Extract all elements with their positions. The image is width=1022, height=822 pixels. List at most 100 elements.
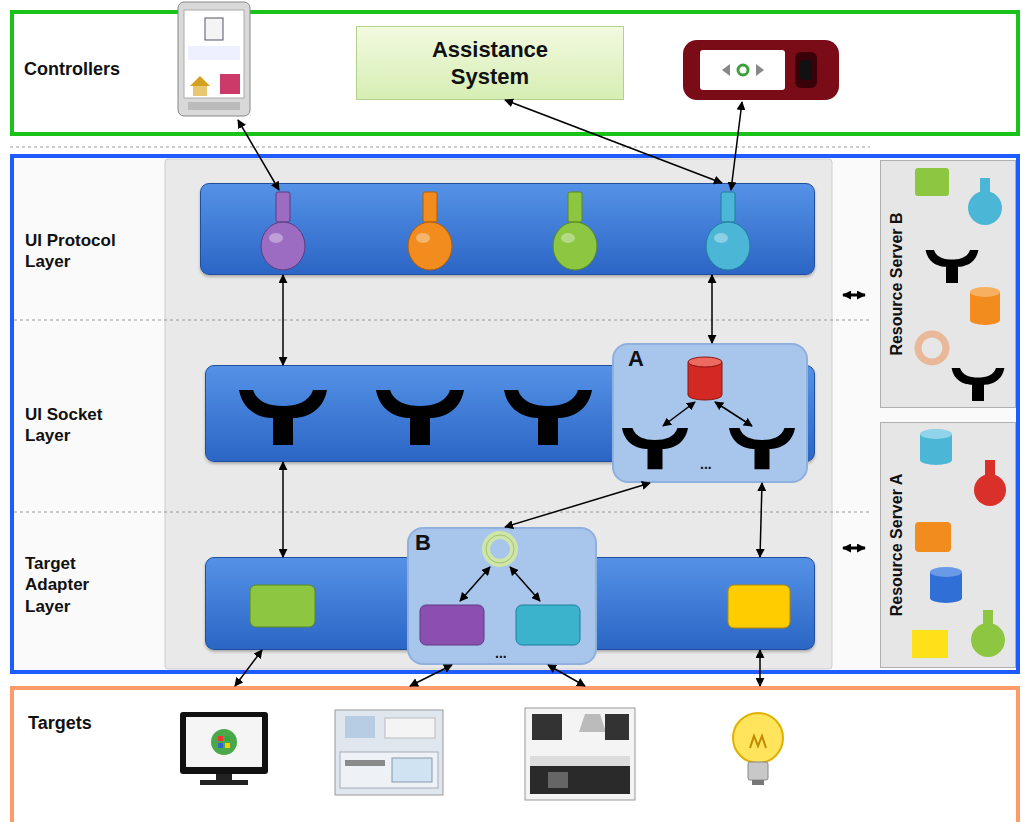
ellipsis: ... — [495, 645, 507, 663]
protocol-plug — [553, 192, 597, 270]
text-holder: Resource Server A — [887, 474, 907, 617]
tv-target — [216, 774, 232, 780]
resource-link — [843, 547, 865, 550]
kitchen-target — [385, 718, 435, 738]
text-holder: ... — [700, 456, 712, 474]
resource-icon — [912, 630, 948, 658]
phone-icon — [188, 46, 240, 60]
resource-icon — [930, 572, 962, 603]
ui-socket — [239, 390, 327, 445]
controllers-region: Assistance System Controllers — [10, 10, 1020, 136]
target-adapter — [516, 605, 580, 645]
text-holder: Target Adapter Layer — [25, 553, 125, 617]
kitchen-target — [345, 760, 385, 766]
phone-icon — [683, 40, 839, 100]
kitchen-target — [525, 708, 635, 800]
kitchen-target — [345, 716, 375, 738]
kitchen-target — [548, 772, 568, 788]
tv-target — [211, 729, 237, 755]
resource-server: Resource Server A — [880, 422, 1016, 668]
resource-icon — [915, 522, 951, 552]
component-group: A... — [612, 343, 808, 483]
controller-link — [238, 102, 742, 190]
kitchen-target — [579, 714, 606, 732]
text-holder: UI Socket Layer — [25, 404, 140, 447]
box-label: Assistance System — [415, 36, 565, 91]
controller-link — [238, 120, 279, 190]
row-separator — [10, 147, 870, 148]
phone-icon — [700, 50, 785, 90]
composer-ring — [486, 535, 514, 563]
lamp-target — [733, 713, 783, 763]
protocol-plug — [706, 222, 750, 270]
core-frame — [12, 156, 1018, 672]
row-separator — [14, 320, 870, 321]
resource-icon — [985, 460, 995, 476]
tv-target — [218, 743, 223, 748]
layer-label: UI Socket Layer — [25, 404, 140, 447]
phone-icon — [178, 2, 250, 116]
kitchen-target — [335, 710, 443, 795]
kitchen-target — [392, 758, 432, 782]
aggregator-cylinder — [688, 362, 722, 400]
layer-label: UI Protocol Layer — [25, 230, 140, 273]
target-adapter — [728, 585, 790, 628]
protocol-plug — [276, 192, 290, 222]
kitchen-target — [530, 766, 630, 794]
tv-target — [186, 717, 262, 767]
connector-arrow — [760, 483, 762, 557]
protocol-plug — [706, 192, 750, 270]
ui-socket — [504, 390, 592, 445]
region-title: Controllers — [24, 58, 120, 81]
connector-arrow — [505, 483, 650, 527]
resource-icon — [918, 334, 946, 362]
connector-arrow — [282, 275, 284, 365]
internal-arrow — [460, 567, 490, 601]
layer-band: A...UI Socket Layer — [205, 365, 815, 462]
connector-arrow — [548, 665, 585, 686]
ui-socket — [622, 428, 688, 469]
connector-arrow — [759, 650, 761, 686]
protocol-plug — [561, 233, 575, 243]
resource-icon — [980, 178, 990, 194]
tv-target — [225, 736, 230, 741]
protocol-plug — [408, 222, 452, 270]
resource-icon — [971, 623, 1005, 657]
resource-link — [843, 295, 865, 548]
phone-icon — [178, 2, 250, 116]
resource-server: Resource Server B — [880, 160, 1016, 408]
text-holder: A — [628, 345, 644, 373]
kitchen-target — [340, 752, 438, 788]
resource-icon — [926, 250, 979, 283]
kitchen-target — [335, 710, 443, 795]
connector-arrow — [410, 665, 452, 686]
phone-icon — [683, 40, 839, 100]
phone-icon — [220, 74, 240, 94]
text-holder: Resource Server B — [887, 212, 907, 355]
tv-target — [180, 712, 268, 785]
protocol-plug — [261, 222, 305, 270]
layer-band: UI Protocol Layer — [200, 183, 815, 275]
region-title: Targets — [28, 712, 92, 735]
target-adapter — [420, 605, 484, 645]
text-holder: Targets — [28, 712, 92, 735]
layer-label: Target Adapter Layer — [25, 553, 125, 617]
server-label: Resource Server B — [887, 212, 907, 355]
lamp-target — [733, 713, 783, 785]
resource-icon — [974, 474, 1006, 506]
ui-socket — [729, 428, 795, 469]
component-group: B... — [407, 527, 597, 665]
group-letter: B — [415, 529, 431, 557]
phone-icon — [756, 64, 764, 76]
protocol-plug — [721, 192, 735, 222]
group-letter: A — [628, 345, 644, 373]
lamp-target — [752, 780, 764, 785]
phone-icon — [800, 60, 812, 80]
resource-icon — [952, 368, 1005, 401]
tv-target — [218, 736, 223, 741]
connector-arrow — [282, 462, 284, 557]
kitchen-target — [530, 756, 630, 766]
